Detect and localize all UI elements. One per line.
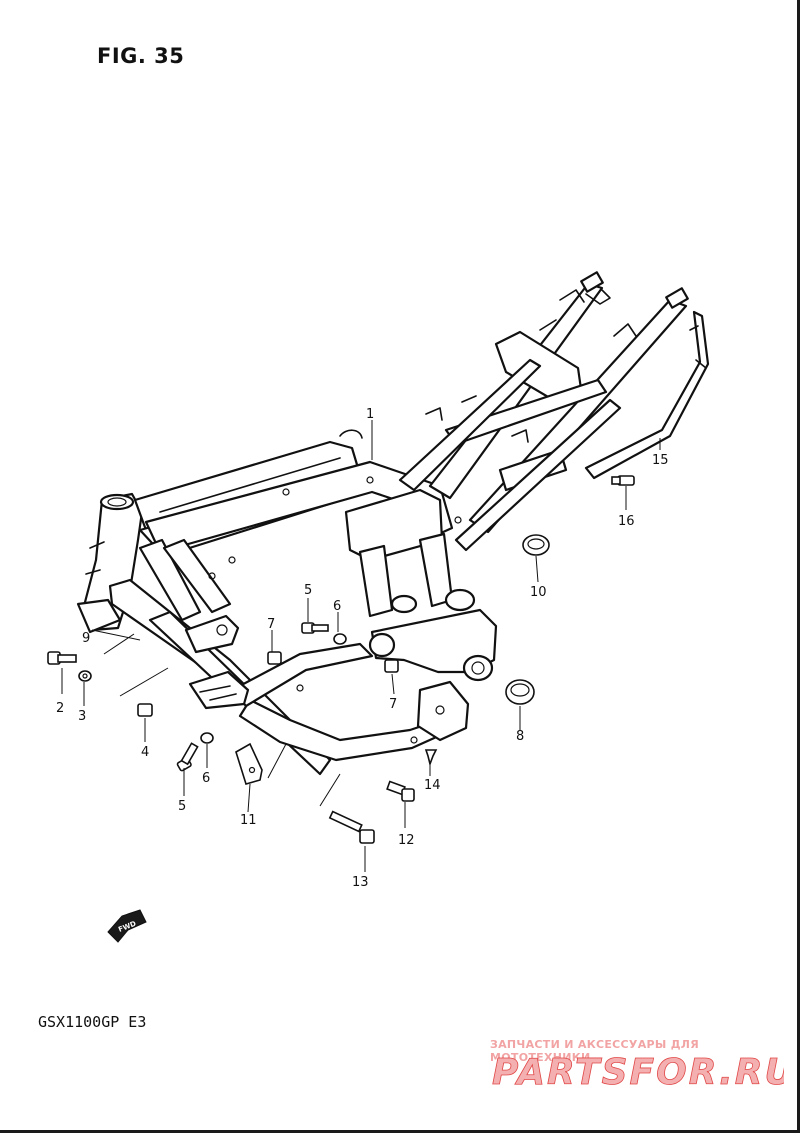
part-7-nut-lower	[384, 659, 399, 673]
callout-2: 2	[56, 701, 64, 716]
callout-14: 14	[424, 778, 441, 793]
leader-lines	[61, 420, 661, 872]
part-14-screw	[424, 749, 438, 767]
page-border-bottom	[0, 1130, 800, 1133]
part-5-bolt-lower	[176, 742, 199, 772]
callout-16: 16	[618, 514, 635, 529]
callout-11: 11	[240, 813, 257, 828]
callout-10: 10	[530, 585, 547, 600]
figure-title: FIG. 35	[97, 44, 185, 68]
part-4-nut	[137, 703, 153, 717]
fwd-arrow-icon: FWD	[107, 909, 147, 943]
part-11-plate	[235, 742, 263, 785]
frame-body	[76, 271, 689, 776]
callout-7-lower: 7	[389, 697, 397, 712]
watermark-caption: ЗАПЧАСТИ И АКСЕССУАРЫ ДЛЯ МОТОТЕХНИКИ	[490, 1038, 700, 1064]
callout-4: 4	[141, 745, 149, 760]
part-6-washer-lower	[200, 732, 214, 744]
part-15-rail	[584, 310, 710, 480]
watermark-logo: PARTSFOR.RU	[492, 1052, 784, 1092]
part-2-bolt	[47, 651, 77, 665]
watermark-logo-text: PARTSFOR.RU	[492, 1052, 784, 1092]
part-3-washer	[78, 670, 92, 682]
part-10-plug	[522, 534, 550, 556]
callout-5-upper: 5	[304, 583, 312, 598]
callout-5-lower: 5	[178, 799, 186, 814]
callout-7-upper: 7	[267, 617, 275, 632]
part-12-bolt	[386, 780, 415, 802]
callout-8: 8	[516, 729, 524, 744]
part-16-bolt	[611, 475, 635, 486]
callout-6-upper: 6	[333, 599, 341, 614]
callout-12: 12	[398, 833, 415, 848]
model-code: GSX1100GP E3	[38, 1013, 147, 1031]
callout-13: 13	[352, 875, 369, 890]
callout-3: 3	[78, 709, 86, 724]
part-7-nut-upper	[267, 651, 282, 665]
callout-9: 9	[82, 631, 90, 646]
page-border-right	[797, 0, 800, 1133]
callout-6-lower: 6	[202, 771, 210, 786]
callout-1: 1	[366, 407, 374, 422]
part-6-washer-upper	[333, 633, 347, 645]
part-13-bolt	[328, 810, 375, 844]
part-8-cap	[505, 679, 535, 705]
part-5-bolt-upper	[301, 622, 329, 634]
callout-labels: 1 2 3 4 5 6 7 8 9 10 11 12 13 14 15 16 5…	[56, 407, 669, 890]
callout-15: 15	[652, 453, 669, 468]
